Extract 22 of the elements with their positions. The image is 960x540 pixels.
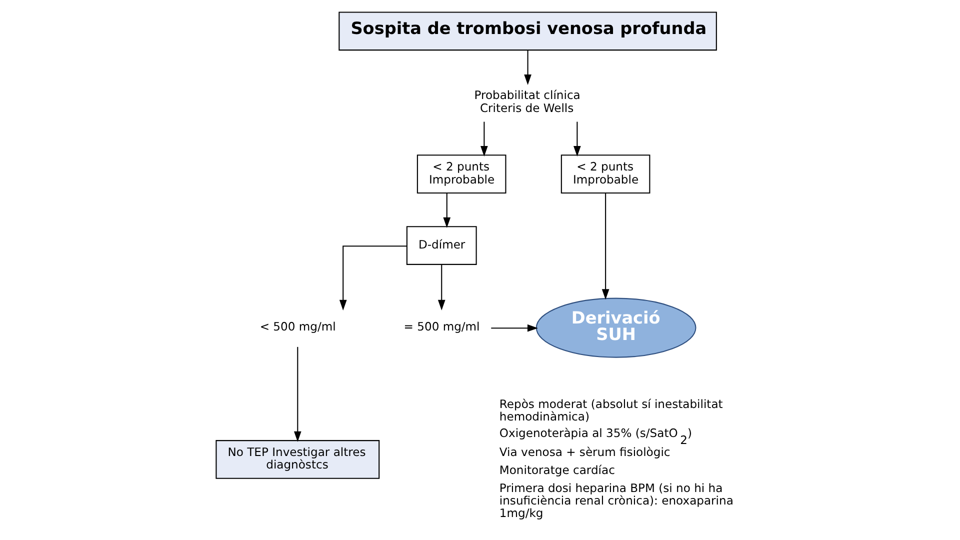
label: Primera dosi heparina BPM (si no hi ha insuficiència renal crònica): enoxaparina 1mg/kg (498, 480, 733, 520)
node-text: < 500 mg/ml (259, 320, 336, 334)
arrow (573, 122, 580, 156)
node-box: < 2 punts Improbable (560, 154, 650, 194)
label: Repòs moderat (absolut sí inestabilitat hemodinàmica) (498, 396, 722, 424)
arrow (480, 122, 488, 156)
arrow (338, 246, 406, 310)
node-box: < 2 punts Improbable (416, 154, 506, 194)
label: Via venosa + sèrum fisiològic (498, 445, 670, 460)
label: Monitoratge cardíac (498, 462, 614, 477)
arrow (293, 346, 301, 442)
node-box: No TEP Investigar altres diagnòstcs (215, 440, 380, 479)
node-ellipse: Derivació SUH (535, 298, 696, 358)
arrow (437, 264, 445, 310)
node-text: Probabilitat clínica Criteris de Wells (474, 88, 580, 115)
node-box: Sospita de trombosi venosa profunda (338, 12, 716, 51)
node-box: D-dímer (406, 226, 476, 265)
arrow (442, 193, 450, 228)
node-text: = 500 mg/ml (403, 320, 480, 334)
arrow (490, 324, 538, 332)
arrow (524, 50, 531, 85)
arrow (601, 193, 609, 300)
